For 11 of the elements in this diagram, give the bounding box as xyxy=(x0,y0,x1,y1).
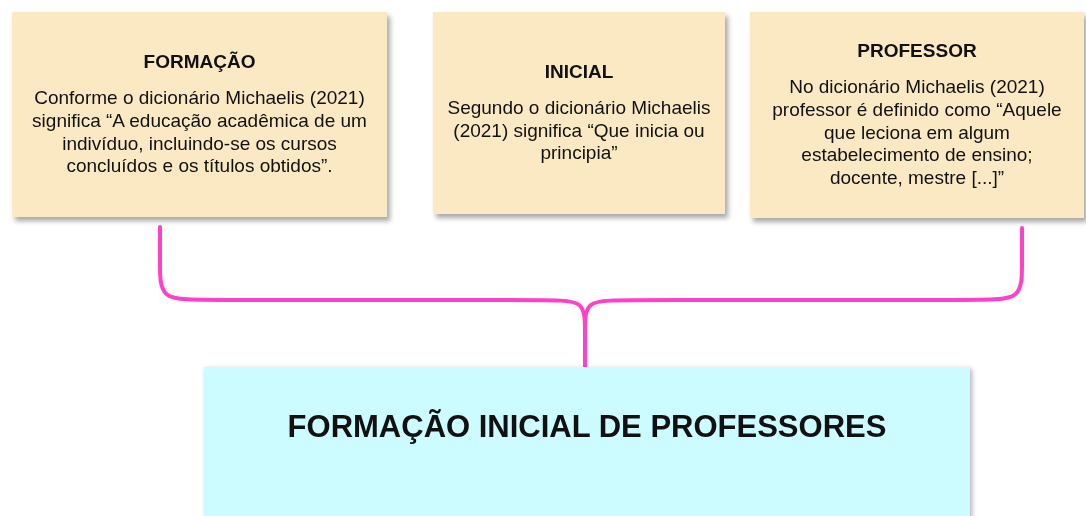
definition-text: No dicionário Michaelis (2021) professor é definido como “Aquele que leciona em algum estabelecimento de ensino; docente, mestre [...]” xyxy=(771,76,1063,190)
title-box xyxy=(204,367,970,516)
heading: FORMAÇÃO INICIAL DE PROFESSORES xyxy=(287,409,887,445)
heading: INICIAL xyxy=(544,60,614,83)
definition-text: Conforme o dicionário Michaelis (2021) significa “A educação acadêmica de um indivíduo, incluindo-se os cursos concluídos e os títulos obtidos”. xyxy=(31,86,368,179)
heading: FORMAÇÃO xyxy=(143,50,256,73)
heading: PROFESSOR xyxy=(857,40,977,62)
definition-card xyxy=(433,12,725,214)
definition-text: Segundo o dicionário Michaelis (2021) significa “Que inicia ou principia” xyxy=(447,96,711,166)
definition-card xyxy=(750,12,1084,218)
definition-card xyxy=(12,12,387,217)
